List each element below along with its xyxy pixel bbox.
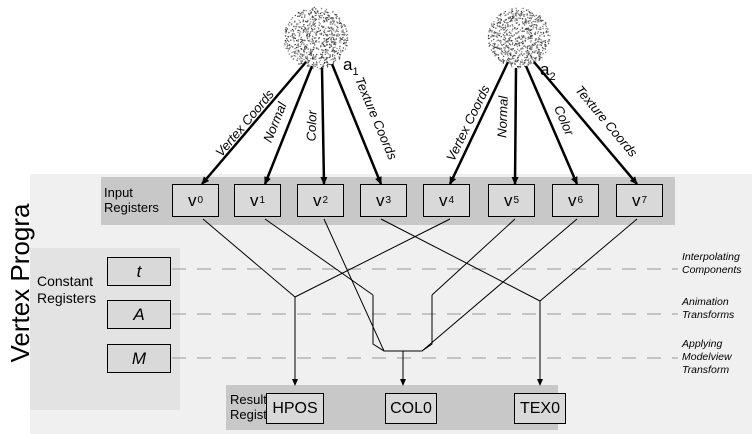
constant-registers-label: Constant Registers bbox=[37, 273, 96, 307]
stage-label-modelview-line2: Modelview bbox=[682, 351, 732, 363]
input-registers-label-line1: Input bbox=[104, 185, 133, 200]
connector-v2-to-merge bbox=[323, 218, 385, 352]
input-register-v5-base: v bbox=[503, 190, 513, 210]
result-register-tex0: TEX0 bbox=[514, 393, 566, 424]
dataflow-connectors bbox=[202, 218, 638, 386]
input-register-v7-base: v bbox=[631, 190, 641, 210]
input-registers-label-line2: Registers bbox=[104, 200, 159, 215]
input-register-v3-base: v bbox=[375, 190, 385, 210]
input-register-v6-base: v bbox=[567, 190, 577, 210]
input-register-v4-sub: 4 bbox=[448, 195, 455, 206]
constant-register-m: M bbox=[107, 344, 171, 373]
connector-v4-to-hpos bbox=[294, 218, 451, 298]
arrow-a1-normal bbox=[263, 65, 314, 185]
constant-register-t: t bbox=[107, 257, 171, 286]
arrow-a2-vertex-coords bbox=[448, 61, 510, 185]
input-register-v5-sub: 5 bbox=[513, 195, 520, 206]
connector-v0-to-hpos bbox=[202, 218, 296, 298]
stage-label-interpolating-line2: Components bbox=[682, 264, 742, 276]
input-registers-label: Input Registers bbox=[104, 185, 159, 215]
arrow-label-a2-vertex-coords: Vertex Coords bbox=[443, 82, 493, 163]
input-register-v1-sub: 1 bbox=[259, 195, 266, 206]
stage-label-animation-line1: Animation bbox=[682, 296, 729, 308]
input-register-v7-sub: 7 bbox=[641, 195, 648, 206]
input-register-v1-base: v bbox=[249, 190, 259, 210]
stage-label-modelview-line1: Applying bbox=[682, 338, 723, 350]
connector-v5-to-merge bbox=[431, 218, 516, 296]
result-register-col0: COL0 bbox=[385, 393, 437, 424]
connector-v7-to-tex0 bbox=[539, 218, 638, 302]
arrow-label-a1-texture-coords: Texture Coords bbox=[352, 75, 401, 163]
result-register-hpos: HPOS bbox=[266, 393, 324, 424]
input-register-v3-sub: 3 bbox=[385, 195, 392, 206]
input-register-v0-base: v bbox=[187, 190, 197, 210]
input-register-v2-base: v bbox=[312, 190, 322, 210]
input-register-v4-base: v bbox=[438, 190, 448, 210]
connector-v1-to-merge bbox=[264, 218, 374, 296]
result-registers-label-line1: Result bbox=[230, 392, 267, 407]
input-register-v2-sub: 2 bbox=[322, 195, 329, 206]
stage-label-interpolating-line1: Interpolating bbox=[682, 251, 740, 263]
stage-label-animation-line2: Transforms bbox=[682, 309, 735, 321]
stage-label-modelview-line3: Transform bbox=[682, 364, 730, 376]
input-register-v0-sub: 0 bbox=[197, 195, 204, 206]
arrow-label-a1-color: Color bbox=[303, 109, 319, 141]
point-cloud-label-a1: a1 bbox=[343, 55, 359, 78]
arrow-a2-color bbox=[524, 65, 579, 185]
arrow-a2-texture-coords bbox=[533, 61, 638, 185]
stage-label-modelview: Applying Modelview Transform bbox=[682, 338, 752, 377]
connector-v6-to-merge bbox=[421, 218, 578, 352]
input-register-v6-sub: 6 bbox=[577, 195, 584, 206]
stage-label-interpolating: Interpolating Components bbox=[682, 251, 752, 277]
vertex-point-cloud-a1 bbox=[283, 6, 349, 70]
constant-registers-label-line1: Constant bbox=[37, 273, 94, 289]
arrow-a2-normal bbox=[511, 67, 519, 185]
constant-registers-label-line2: Registers bbox=[37, 290, 97, 306]
constant-register-a: A bbox=[107, 300, 171, 329]
arrow-a1-color bbox=[320, 67, 328, 185]
arrow-a1-vertex-coords bbox=[201, 61, 307, 185]
stage-label-animation: Animation Transforms bbox=[682, 296, 752, 322]
vertex-program-title: Vertex Progra bbox=[5, 203, 35, 363]
arrow-label-a2-normal: Normal bbox=[494, 95, 510, 139]
vertex-point-cloud-a2 bbox=[487, 7, 551, 69]
point-cloud-label-a2: a2 bbox=[540, 60, 556, 83]
arrow-a1-texture-coords bbox=[330, 63, 383, 185]
connector-v3-to-tex0 bbox=[380, 218, 541, 302]
